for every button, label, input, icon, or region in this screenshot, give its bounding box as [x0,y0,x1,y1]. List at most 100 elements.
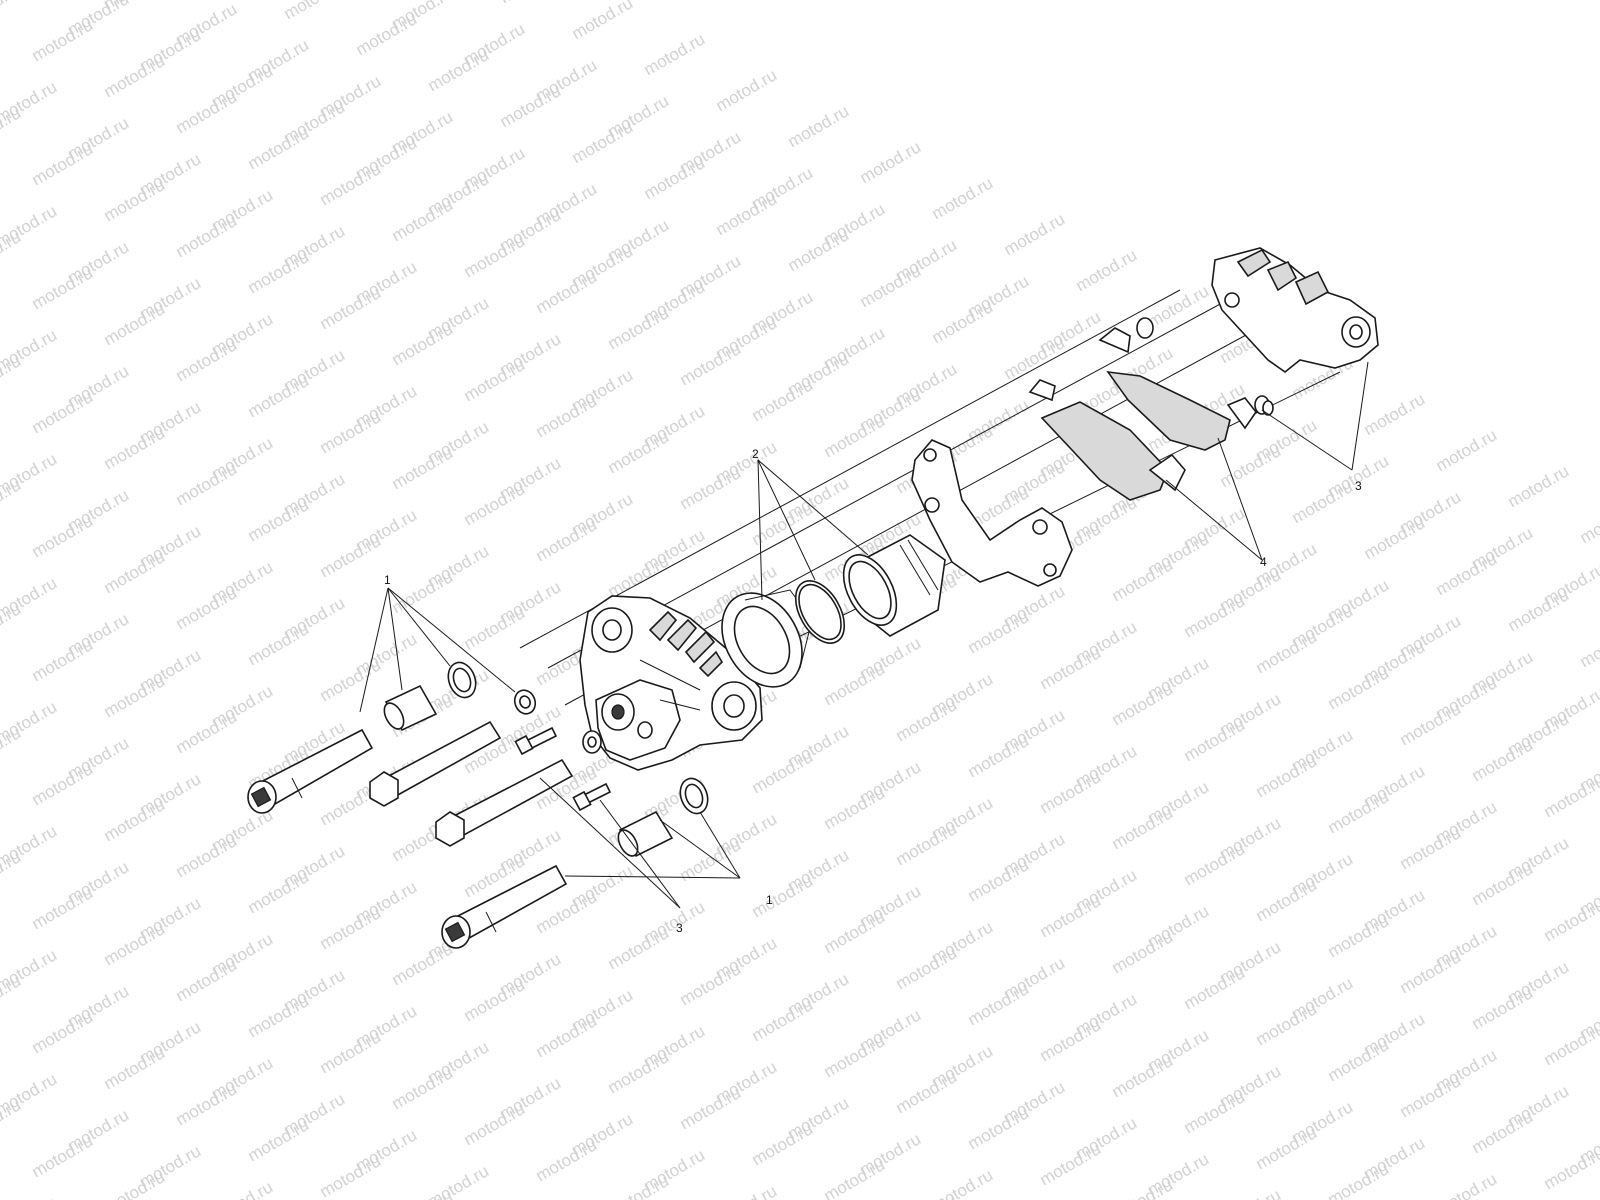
watermark-text: motod.ru [965,607,1033,657]
watermark-text: motod.ru [1541,1143,1600,1193]
watermark-text: motod.ru [173,87,241,137]
watermark-text: motod.ru [173,831,241,881]
watermark-text: motod.ru [1541,771,1600,821]
watermark-text: motod.ru [317,407,385,457]
watermark-text: motod.ru [1001,209,1069,259]
watermark-text: motod.ru [1505,585,1573,635]
watermark-text: motod.ru [1109,555,1177,605]
watermark-text: motod.ru [173,211,241,261]
watermark-text: motod.ru [245,247,313,297]
watermark-text: motod.ru [317,1027,385,1077]
watermark-text: motod.ru [245,867,313,917]
watermark-text: motod.ru [317,159,385,209]
watermark-text: motod.ru [533,515,601,565]
watermark-text: motod.ru [461,355,529,405]
watermark-text: motod.ru [1181,715,1249,765]
watermark-text: motod.ru [101,1043,169,1093]
leader-lines [359,361,1369,909]
watermark-text: motod.ru [425,45,493,95]
watermark-text: motod.ru [0,1193,60,1200]
watermark-text: motod.ru [1109,1051,1177,1101]
watermark-text: motod.ru [1037,1015,1105,1065]
watermark-text: motod.ru [893,819,961,869]
watermark-text: motod.ru [497,81,565,131]
watermark-text: motod.ru [1253,751,1321,801]
watermark-text: motod.ru [1181,1087,1249,1137]
watermark-text: motod.ru [749,1119,817,1169]
watermark-text: motod.ru [605,1171,673,1200]
watermark-text: motod.ru [1109,679,1177,729]
watermark-text: motod.ru [893,1191,961,1200]
watermark-text: motod.ru [29,635,97,685]
watermark-text: motod.ru [317,283,385,333]
watermark-text: motod.ru [1037,643,1105,693]
watermark-text: motod.ru [605,923,673,973]
watermark-text: motod.ru [245,495,313,545]
bleeder-valve-top [514,726,558,756]
washer-bottom [679,777,709,815]
watermark-text: motod.ru [317,903,385,953]
brake-pads [1028,327,1257,501]
watermark-text: motod.ru [533,1011,601,1061]
bushings-right [1136,317,1274,416]
watermark-text: motod.ru [749,871,817,921]
watermark-text: motod.ru [1217,441,1285,491]
watermark-text: motod.ru [533,391,601,441]
watermark-text: motod.ru [173,459,241,509]
watermark-text: motod.ru [389,195,457,245]
caliper-half-right [1211,247,1379,374]
watermark-text: motod.ru [173,583,241,633]
watermark-text: motod.ru [29,387,97,437]
hex-bolt-top [369,720,502,807]
watermark-text: motod.ru [1541,1019,1600,1069]
watermark-text: motod.ru [821,1031,889,1081]
watermark-text: motod.ru [1037,767,1105,817]
watermark-text: motod.ru [101,175,169,225]
watermark-text: motod.ru [1433,425,1501,475]
watermark-text: motod.ru [245,1115,313,1165]
watermark-text: motod.ru [1469,1107,1537,1157]
watermark-text: motod.ru [245,619,313,669]
watermark-text: motod.ru [1217,1185,1285,1200]
watermark-text: motod.ru [1325,787,1393,837]
watermark-text: motod.ru [1361,389,1429,439]
watermark-text: motod.ru [857,137,925,187]
watermark-text: motod.ru [245,991,313,1041]
watermark-text: motod.ru [893,1067,961,1117]
watermark-text: motod.ru [29,1131,97,1181]
watermark-text: motod.ru [965,979,1033,1029]
watermark-text: motod.ru [749,499,817,549]
watermark-text: motod.ru [389,1063,457,1113]
watermark-text: motod.ru [1001,333,1069,383]
watermark-text: motod.ru [353,9,421,59]
watermark-text: motod.ru [1037,1139,1105,1189]
washer-small [513,689,602,754]
watermark-text: motod.ru [785,101,853,151]
watermark-text: motod.ru [785,225,853,275]
watermark-text: motod.ru [857,261,925,311]
watermark-text: motod.ru [1253,1123,1321,1173]
watermark-text: motod.ru [1505,461,1573,511]
watermark-text: motod.ru [101,1167,169,1200]
watermark-text: motod.ru [389,1187,457,1200]
sleeve-top [383,684,438,732]
washer-top [447,661,477,699]
watermark-text: motod.ru [1469,735,1537,785]
watermark-text: motod.ru [605,427,673,477]
watermark-text: motod.ru [29,263,97,313]
watermark-text: motod.ru [1073,245,1141,295]
watermark-text: motod.ru [1325,1159,1393,1200]
watermark-text: motod.ru [1325,911,1393,961]
watermark-text: motod.ru [1037,891,1105,941]
watermark-text: motod.ru [929,1165,997,1200]
watermark-text: motod.ru [641,153,709,203]
watermark-text: motod.ru [29,883,97,933]
watermark-text: motod.ru [209,1177,277,1200]
watermark-text: motod.ru [1469,983,1537,1033]
watermark-text: motod.ru [821,659,889,709]
watermark-text: motod.ru [1541,895,1600,945]
watermark-text: motod.ru [29,15,97,65]
watermark-text: motod.ru [101,51,169,101]
watermark-text: motod.ru [641,29,709,79]
watermark-text: motod.ru [1577,621,1600,671]
